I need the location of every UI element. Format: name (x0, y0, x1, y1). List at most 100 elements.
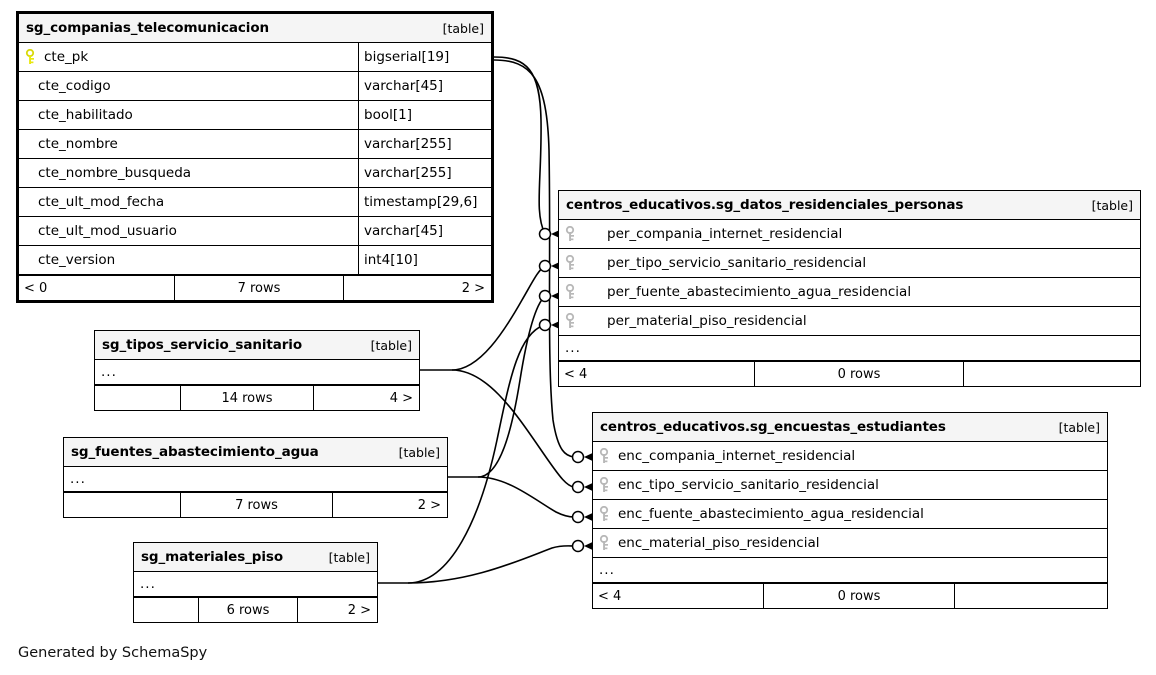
footer-row-count: 0 rows (754, 362, 964, 386)
table-name: centros_educativos.sg_datos_residenciale… (566, 197, 964, 213)
table-type-tag: [table] (1091, 197, 1133, 213)
column-name: cte_nombre_busqueda (38, 165, 192, 181)
table-row[interactable]: cte_habilitado bool[1] (19, 101, 491, 130)
column-name: per_material_piso_residencial (607, 313, 807, 329)
column-name: cte_ult_mod_fecha (38, 194, 165, 210)
edge-fuentes-to-datos (477, 295, 546, 478)
foreign-key-icon (599, 505, 614, 523)
diagram-caption: Generated by SchemaSpy (18, 645, 208, 661)
table-sg-materiales-piso[interactable]: sg_materiales_piso [table] ... 6 rows 2 … (133, 542, 378, 623)
foreign-key-icon (599, 534, 614, 552)
table-name: sg_tipos_servicio_sanitario (102, 337, 302, 353)
footer-row-count: 14 rows (180, 386, 314, 410)
foreign-key-icon (565, 225, 580, 243)
edge-fuentes-to-encuestas (477, 476, 575, 518)
table-header: centros_educativos.sg_datos_residenciale… (559, 191, 1140, 220)
table-row[interactable]: enc_material_piso_residencial (593, 529, 1107, 558)
table-name: sg_companias_telecomunicacion (26, 20, 270, 36)
table-footer: < 4 0 rows (559, 361, 1140, 386)
footer-parents-count: < 4 (598, 588, 622, 604)
table-footer: 7 rows 2 > (64, 492, 447, 517)
column-name: enc_compania_internet_residencial (618, 448, 856, 464)
edge-tipos-to-datos (451, 265, 546, 371)
column-name: enc_tipo_servicio_sanitario_residencial (618, 477, 879, 493)
table-sg-companias-telecomunicacion[interactable]: sg_companias_telecomunicacion [table] ct… (16, 11, 494, 303)
edge-companias-to-datos (493, 56, 546, 235)
footer-row-count: 7 rows (180, 493, 333, 517)
table-row[interactable]: per_material_piso_residencial (559, 307, 1140, 336)
table-header: centros_educativos.sg_encuestas_estudian… (593, 413, 1107, 442)
table-row[interactable]: enc_tipo_servicio_sanitario_residencial (593, 471, 1107, 500)
footer-parents-count: < 4 (564, 366, 588, 382)
table-row[interactable]: cte_codigo varchar[45] (19, 72, 491, 101)
more-columns-indicator: ... (559, 336, 1140, 361)
footer-children-count: 2 > (461, 280, 485, 296)
column-name: cte_ult_mod_usuario (38, 223, 177, 239)
column-name: cte_habilitado (38, 107, 133, 123)
column-name-cell: enc_fuente_abastecimiento_agua_residenci… (593, 505, 1107, 523)
connector-terminators-datos (538, 227, 552, 332)
table-row[interactable]: enc_fuente_abastecimiento_agua_residenci… (593, 500, 1107, 529)
table-sg-fuentes-abastecimiento-agua[interactable]: sg_fuentes_abastecimiento_agua [table] .… (63, 437, 448, 518)
more-columns-indicator: ... (134, 572, 377, 597)
footer-children-count (955, 584, 1107, 608)
column-type: bigserial[19] (358, 43, 491, 71)
table-row[interactable]: enc_compania_internet_residencial (593, 442, 1107, 471)
footer-parents-count (134, 598, 198, 622)
edge-materiales-to-datos (407, 324, 545, 584)
more-columns-indicator: ... (95, 360, 419, 385)
table-row[interactable]: cte_pk bigserial[19] (19, 43, 491, 72)
footer-children-count: 4 > (389, 390, 413, 406)
footer-children-count: 2 > (347, 602, 371, 618)
table-row[interactable]: cte_nombre varchar[255] (19, 130, 491, 159)
column-name-cell: cte_pk (19, 48, 358, 66)
column-name-cell: per_compania_internet_residencial (559, 225, 1140, 243)
primary-key-icon (25, 48, 40, 66)
column-name: cte_pk (44, 49, 89, 65)
table-row[interactable]: per_compania_internet_residencial (559, 220, 1140, 249)
column-name-cell: enc_compania_internet_residencial (593, 447, 1107, 465)
table-sg-tipos-servicio-sanitario[interactable]: sg_tipos_servicio_sanitario [table] ... … (94, 330, 420, 411)
column-type: varchar[255] (358, 130, 491, 158)
foreign-key-icon (565, 283, 580, 301)
table-row[interactable]: per_fuente_abastecimiento_agua_residenci… (559, 278, 1140, 307)
table-row[interactable]: cte_version int4[10] (19, 246, 491, 275)
table-row[interactable]: cte_ult_mod_usuario varchar[45] (19, 217, 491, 246)
table-sg-datos-residenciales-personas[interactable]: centros_educativos.sg_datos_residenciale… (558, 190, 1141, 387)
more-columns-indicator: ... (593, 558, 1107, 583)
edge-materiales-to-encuestas (407, 545, 575, 584)
foreign-key-icon (599, 447, 614, 465)
table-sg-encuestas-estudiantes[interactable]: centros_educativos.sg_encuestas_estudian… (592, 412, 1108, 609)
footer-row-count: 7 rows (174, 276, 344, 300)
column-name-cell: per_material_piso_residencial (559, 312, 1140, 330)
column-name: cte_codigo (38, 78, 111, 94)
connector-terminators-encuestas (571, 450, 585, 553)
footer-children-count: 2 > (417, 497, 441, 513)
table-header: sg_tipos_servicio_sanitario [table] (95, 331, 419, 360)
table-header: sg_materiales_piso [table] (134, 543, 377, 572)
table-name: sg_fuentes_abastecimiento_agua (71, 444, 319, 460)
table-header: sg_fuentes_abastecimiento_agua [table] (64, 438, 447, 467)
column-type: bool[1] (358, 101, 491, 129)
footer-children-count (964, 362, 1140, 386)
table-row[interactable]: per_tipo_servicio_sanitario_residencial (559, 249, 1140, 278)
column-type: int4[10] (358, 246, 491, 274)
edge-tipos-to-encuestas (451, 369, 575, 488)
table-row[interactable]: cte_nombre_busqueda varchar[255] (19, 159, 491, 188)
table-name: sg_materiales_piso (141, 549, 284, 565)
column-type: varchar[45] (358, 72, 491, 100)
table-type-tag: [table] (370, 337, 412, 353)
foreign-key-icon (565, 254, 580, 272)
column-type: varchar[255] (358, 159, 491, 187)
column-type: timestamp[29,6] (358, 188, 491, 216)
table-type-tag: [table] (442, 20, 484, 36)
column-name-cell: enc_tipo_servicio_sanitario_residencial (593, 476, 1107, 494)
table-type-tag: [table] (1058, 419, 1100, 435)
column-name-cell: enc_material_piso_residencial (593, 534, 1107, 552)
column-type: varchar[45] (358, 217, 491, 245)
column-name: enc_fuente_abastecimiento_agua_residenci… (618, 506, 924, 522)
column-name-cell: per_tipo_servicio_sanitario_residencial (559, 254, 1140, 272)
column-name: per_tipo_servicio_sanitario_residencial (607, 255, 867, 271)
table-row[interactable]: cte_ult_mod_fecha timestamp[29,6] (19, 188, 491, 217)
